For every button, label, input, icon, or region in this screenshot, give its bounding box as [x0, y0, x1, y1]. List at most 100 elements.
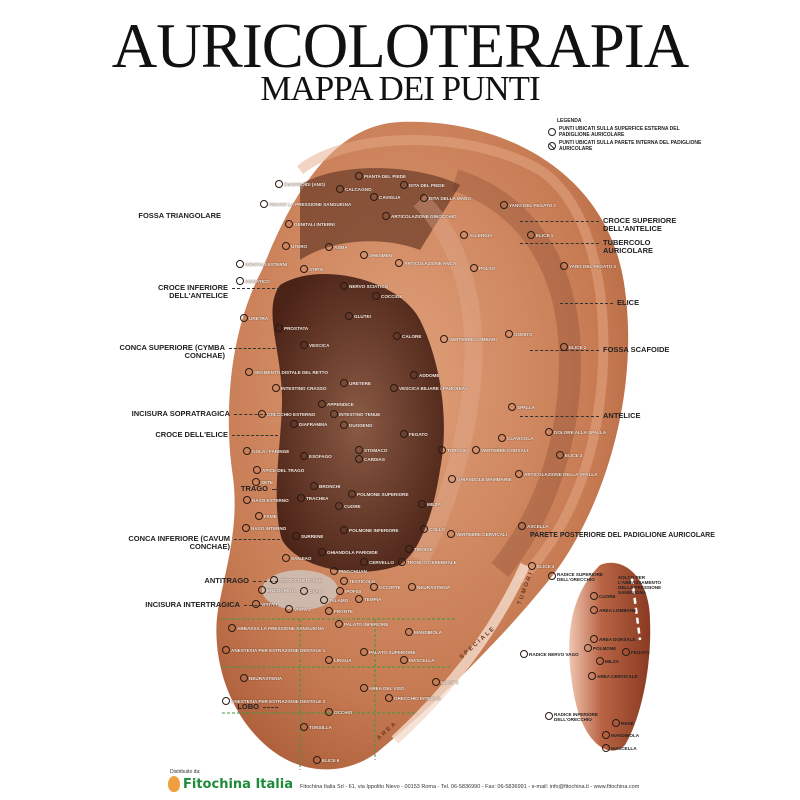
point-marker-icon [505, 330, 513, 338]
point-marker-icon [515, 470, 523, 478]
point-label: VERTEBRE LOMBARI [449, 336, 497, 342]
point-label: YANG DEL FEGATO 2 [569, 263, 617, 269]
leader-line [234, 539, 280, 540]
point-label: ELICE 6 [322, 757, 340, 763]
region-label-left: CONCA INFERIORE (CAVUM CONCHAE) [128, 534, 230, 551]
acupoint: ELICE 2 [560, 343, 586, 351]
point-marker-icon [290, 420, 298, 428]
point-marker-icon [222, 697, 230, 705]
brand-logo-icon [168, 776, 180, 792]
acupoint: VERTEBRE CERVICALI [447, 530, 507, 538]
acupoint: SOTTOCORTICALE [270, 576, 322, 584]
region-label-left: CROCE INFERIORE DELL'ANTELICE [157, 283, 228, 300]
posterior-ear [569, 562, 651, 751]
acupoint: URETRA [240, 314, 268, 322]
region-label-left: INCISURA INTERTRAGICA [145, 600, 240, 609]
acupoint: SIMPATICO [236, 277, 270, 285]
legend-outer: PUNTI UBICATI SULLA SUPERFICE ESTERNA DE… [559, 126, 680, 138]
posterior-acupoint: AREA CERVICALE [588, 672, 638, 680]
acupoint: SETE [252, 478, 273, 486]
acupoint: NASO ESTERNO [243, 496, 289, 504]
point-label: ESOFAGO [309, 453, 332, 459]
acupoint: POLMONE SUPERIORE [348, 490, 409, 498]
acupoint: ELICE 5 [432, 678, 458, 686]
acupoint: SPALLA [508, 403, 535, 411]
acupoint: LINGUA [325, 656, 352, 664]
acupoint: GOLA / FARINGE [243, 447, 289, 455]
point-label: DOLORE ALLA SPALLA [554, 429, 607, 435]
point-label: SURRENE [301, 533, 324, 539]
point-label: VISTA 1 [261, 601, 278, 607]
acupoint: ANESTESIA PER ESTRAZIONE DENTALE 1 [222, 646, 325, 654]
acupoint: EMORROIDI (ANO) [275, 180, 325, 188]
point-label: VERTEBRE DORSALI [481, 447, 528, 453]
point-marker-icon [255, 512, 263, 520]
point-label: FAME [264, 513, 277, 519]
point-label: DIAFRAMMA [299, 421, 328, 427]
point-label: VISTA 2 [294, 606, 311, 612]
point-marker-icon [596, 657, 604, 665]
point-label: PROSTATA [284, 325, 309, 331]
acupoint: APICE DEL TRAGO [253, 466, 304, 474]
point-marker-icon [398, 558, 406, 566]
point-marker-icon [448, 475, 456, 483]
leader-line [520, 416, 599, 417]
point-marker-icon [360, 684, 368, 692]
point-label: AREA DEL VISO [369, 685, 405, 691]
acupoint: DIAFRAMMA [290, 420, 327, 428]
posterior-acupoint: MILZA [596, 657, 619, 665]
point-label: POLMONE SUPERIORE [357, 491, 409, 497]
point-label: SPALLA [517, 404, 536, 410]
point-marker-icon [508, 403, 516, 411]
point-label: APPENDICE [327, 401, 354, 407]
point-label: TRONCO CEREBRALE [407, 559, 457, 565]
acupoint: OCCIPITE [370, 583, 401, 591]
concha [272, 273, 444, 572]
legend: LEGENDA PUNTI UBICATI SULLA SUPERFICE ES… [548, 118, 709, 152]
point-marker-icon [320, 596, 328, 604]
point-marker-icon [584, 644, 592, 652]
point-label: SOLCO PER L'ABBASSAMENTO DELLA PRESSIONE… [618, 575, 662, 595]
point-label: TONSILLA [309, 724, 332, 730]
point-label: MANDIBOLA [611, 732, 640, 738]
point-label: RADICE NERVO VAGO [529, 651, 579, 657]
point-marker-icon [325, 708, 333, 716]
acupoint: DITA DELLA MANO [420, 194, 471, 202]
acupoint: CALCAGNO [336, 185, 372, 193]
posterior-acupoint: RADICE INFERIORE DELL'ORECCHIO [545, 712, 609, 722]
acupoint: APPENDICE [318, 400, 354, 408]
acupoint: NEURASTENIA [408, 583, 450, 591]
point-marker-icon [393, 332, 401, 340]
acupoint: PROSTATA [275, 324, 308, 332]
posterior-acupoint: SOLCO PER L'ABBASSAMENTO DELLA PRESSIONE… [618, 575, 668, 595]
point-label: CARDIAS [364, 456, 385, 462]
point-marker-icon [310, 482, 318, 490]
point-marker-icon [300, 265, 308, 273]
point-marker-icon [330, 410, 338, 418]
point-marker-icon [370, 193, 378, 201]
region-label-left: LOBO [237, 702, 259, 711]
point-label: PALATO SUPERIORE [369, 649, 416, 655]
point-label: EMORROIDI (ANO) [284, 181, 326, 187]
leader-line [234, 414, 278, 415]
point-label: URETERE [349, 380, 371, 386]
footer-address: Fitochina Italia Srl - 61, via Ippolito … [300, 784, 640, 790]
point-marker-icon [245, 368, 253, 376]
point-label: MILZA [605, 658, 620, 664]
point-label: URETRA [249, 315, 269, 321]
acupoint: PINGCHUAN [330, 567, 367, 575]
point-marker-icon [258, 410, 266, 418]
acupoint: SEGMENTO DISTALE DEL RETTO [245, 368, 328, 376]
acupoint: GLUTEI [345, 312, 371, 320]
point-marker-icon [400, 181, 408, 189]
acupoint: MILZA [418, 500, 441, 508]
point-marker-icon [556, 451, 564, 459]
leader-line [263, 707, 278, 708]
point-marker-icon [382, 212, 390, 220]
acupoint: TORACE [438, 446, 466, 454]
point-marker-icon [330, 567, 338, 575]
acupoint: GHIANDOLE MAMMARIE [448, 475, 512, 483]
point-marker-icon [460, 231, 468, 239]
region-label-right: ANTELICE [603, 411, 641, 420]
